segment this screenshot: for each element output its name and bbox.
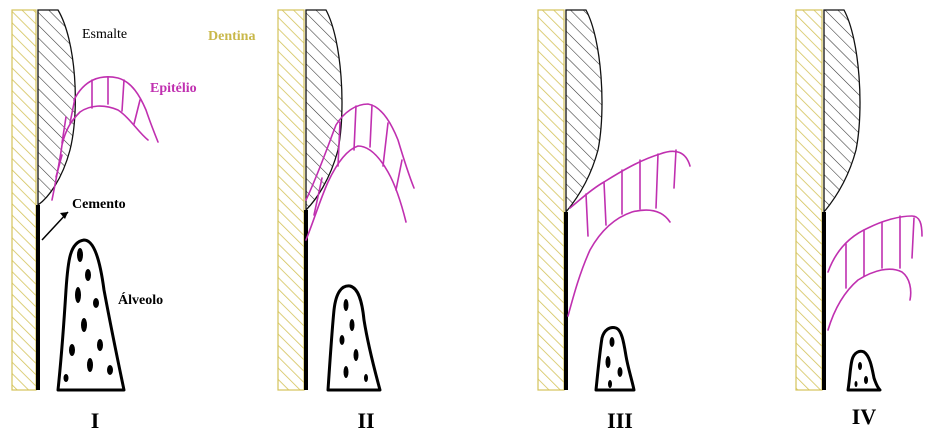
dentin-layer xyxy=(12,10,36,390)
dentin-layer xyxy=(278,10,304,390)
epithelium-label: Epitélio xyxy=(150,81,197,96)
alveolar-bone xyxy=(848,351,880,390)
bone-label: Álveolo xyxy=(118,291,163,308)
enamel-layer xyxy=(566,10,602,212)
enamel-label: Esmalte xyxy=(82,27,127,42)
stage-panel-3 xyxy=(538,10,690,390)
cementum-label: Cemento xyxy=(72,197,126,212)
epithelium-layer xyxy=(828,216,922,330)
stage-numeral-1: I xyxy=(91,408,100,433)
alveolar-bone xyxy=(328,286,380,390)
cementum-pointer-arrowhead xyxy=(60,212,68,219)
alveolar-bone xyxy=(596,327,634,390)
stage-numeral-3: III xyxy=(607,408,633,433)
stage-panel-4 xyxy=(796,10,922,390)
dentin-label: Dentina xyxy=(208,29,255,44)
stage-panel-2 xyxy=(278,10,414,390)
stage-numeral-4: IV xyxy=(852,404,877,429)
enamel-layer xyxy=(824,10,860,212)
enamel-layer xyxy=(306,10,342,210)
dentin-layer xyxy=(538,10,564,390)
dentin-layer xyxy=(796,10,822,390)
stage-numeral-2: II xyxy=(357,408,374,433)
